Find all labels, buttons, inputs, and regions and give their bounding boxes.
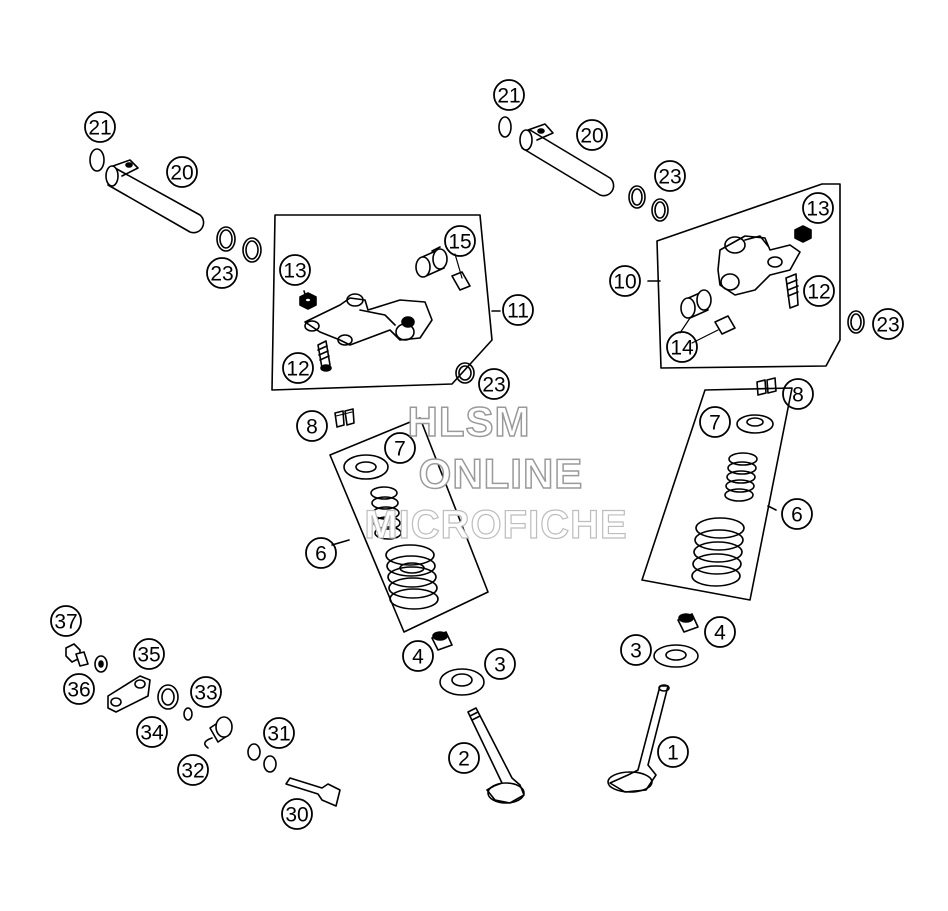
callout-label-36: 36 <box>67 679 90 702</box>
callout-label-23: 23 <box>876 314 899 337</box>
callout-label-12: 12 <box>286 358 309 381</box>
right-spring-seat <box>653 644 699 668</box>
orings-31 <box>247 743 277 773</box>
callout-label-20: 20 <box>580 125 603 148</box>
callout-label-23: 23 <box>210 263 233 286</box>
callout-label-31: 31 <box>267 723 290 746</box>
left-valve-seal <box>431 631 453 651</box>
bolt-37 <box>65 643 89 667</box>
callout-label-35: 35 <box>137 644 160 667</box>
right-valve <box>607 684 670 793</box>
left-spring-seat <box>439 668 485 696</box>
left-inner-spring <box>370 486 402 540</box>
bushing-32 <box>204 716 233 749</box>
callout-label-37: 37 <box>54 611 77 634</box>
right-valve-seal <box>677 613 699 633</box>
callout-label-4: 4 <box>714 622 726 645</box>
oring-33 <box>183 707 193 721</box>
callout-label-4: 4 <box>412 646 424 669</box>
callout-label-21: 21 <box>497 85 520 108</box>
callout-label-30: 30 <box>285 804 308 827</box>
callout-label-6: 6 <box>791 504 803 527</box>
right-oring-23b <box>847 310 865 334</box>
callout-label-23: 23 <box>482 374 505 397</box>
left-adjust-screw <box>317 340 332 372</box>
seal-34 <box>157 684 179 710</box>
callout-label-3: 3 <box>494 654 506 677</box>
callout-label-32: 32 <box>181 760 204 783</box>
left-spring-frame <box>329 417 489 633</box>
callout-label-8: 8 <box>792 384 804 407</box>
callout-label-14: 14 <box>670 337 694 360</box>
right-spring-frame <box>641 387 793 601</box>
right-rocker-shaft <box>498 116 669 222</box>
callout-label-11: 11 <box>507 300 529 323</box>
left-oring-23b <box>455 362 475 384</box>
callout-label-2: 2 <box>458 748 470 771</box>
callout-label-20: 20 <box>170 162 193 185</box>
right-outer-spring <box>691 517 745 587</box>
callout-label-12: 12 <box>807 281 830 304</box>
washer-35 <box>94 655 108 673</box>
right-inner-spring <box>724 452 758 502</box>
lever-36 <box>107 675 151 713</box>
right-adjust-screw <box>785 273 799 309</box>
callout-label-33: 33 <box>194 682 217 705</box>
callout-label-7: 7 <box>394 438 406 461</box>
left-rocker-arm <box>304 293 433 346</box>
left-valve <box>467 707 525 804</box>
callout-label-21: 21 <box>88 117 111 140</box>
callout-label-34: 34 <box>140 722 164 745</box>
callout-label-15: 15 <box>448 231 471 254</box>
watermark-line-1: HLSM <box>407 397 531 446</box>
watermark-line-3: MICROFICHE <box>364 502 628 547</box>
left-rocker-shaft <box>89 148 262 263</box>
callout-label-10: 10 <box>613 271 636 294</box>
callout-circles <box>50 79 904 830</box>
callout-label-23: 23 <box>658 166 681 189</box>
leader-lines <box>454 253 719 344</box>
right-spring-retainer <box>736 414 774 434</box>
left-spring-retainer <box>343 454 389 480</box>
left-outer-spring <box>385 544 439 610</box>
callout-label-1: 1 <box>667 742 679 765</box>
right-nut <box>794 225 812 243</box>
right-roller <box>680 289 736 335</box>
callout-label-6: 6 <box>315 543 327 566</box>
watermark-line-2: ONLINE <box>418 449 584 498</box>
left-roller <box>415 248 471 291</box>
left-nut <box>299 292 317 310</box>
right-valve-keepers <box>756 377 777 396</box>
left-valve-keepers <box>334 408 355 428</box>
callout-label-13: 13 <box>806 198 829 221</box>
callout-label-3: 3 <box>630 640 642 663</box>
shaft-30 <box>285 777 341 807</box>
callout-label-7: 7 <box>709 412 721 435</box>
callout-label-8: 8 <box>306 416 318 439</box>
right-rocker-frame <box>647 183 841 369</box>
callout-label-13: 13 <box>283 260 306 283</box>
right-rocker-arm <box>717 235 801 296</box>
